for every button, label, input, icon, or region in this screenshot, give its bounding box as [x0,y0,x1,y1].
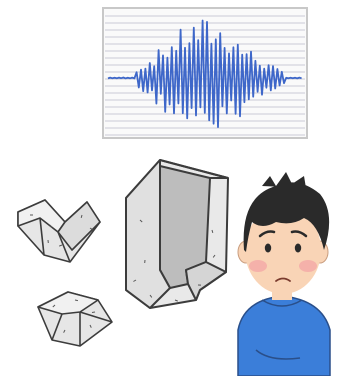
speckle [149,294,153,298]
speckle [139,219,143,223]
speckle [211,229,214,234]
foam-block-large-l [125,159,229,309]
speckle [74,299,79,302]
foam-block-corner-small [37,291,113,347]
speckle [59,244,63,247]
worried-person [237,172,331,376]
speckle [91,311,96,313]
foam-texture-speckles [30,214,216,333]
seismic-waveform [107,19,302,128]
speckle [52,304,56,308]
speckle [212,254,216,258]
speckle [174,299,178,302]
speckle [80,214,83,219]
foam-block-v-shape [17,199,101,263]
speckle [63,329,66,333]
speckle [49,224,53,228]
speckle [89,324,92,328]
speckle [89,227,93,231]
speckle [133,279,137,282]
seismogram-panel [102,7,308,139]
